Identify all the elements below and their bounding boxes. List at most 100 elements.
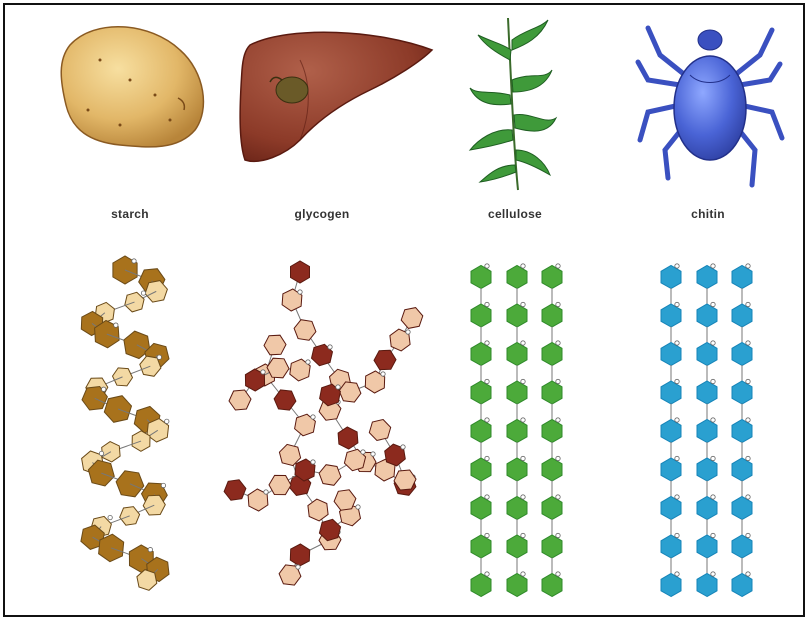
oxygen-atom <box>711 302 715 306</box>
glucose-unit <box>137 570 157 591</box>
glucose-unit <box>319 465 341 486</box>
sugar-unit <box>542 381 562 404</box>
oxygen-atom <box>521 379 525 383</box>
sugar-unit <box>661 497 681 520</box>
tick-icon <box>638 28 782 185</box>
sugar-unit <box>697 458 717 481</box>
glucose-unit <box>338 427 358 449</box>
chitin-chains <box>661 264 752 597</box>
glycogen-branched-chains <box>224 261 423 585</box>
oxygen-atom <box>401 445 405 449</box>
oxygen-atom <box>556 495 560 499</box>
sugar-unit <box>471 574 491 597</box>
sugar-unit <box>697 420 717 443</box>
oxygen-atom <box>485 264 489 268</box>
oxygen-atom <box>521 495 525 499</box>
oxygen-atom <box>311 460 315 464</box>
oxygen-atom <box>108 515 112 519</box>
sugar-unit <box>471 420 491 443</box>
sugar-unit <box>732 535 752 558</box>
oxygen-atom <box>264 490 268 494</box>
sugar-unit <box>697 266 717 289</box>
sugar-unit <box>542 266 562 289</box>
glucose-unit <box>374 350 396 369</box>
oxygen-atom <box>485 302 489 306</box>
oxygen-atom <box>556 341 560 345</box>
oxygen-atom <box>328 345 332 349</box>
oxygen-atom <box>556 264 560 268</box>
oxygen-atom <box>746 533 750 537</box>
glucose-unit <box>267 358 289 378</box>
label-glycogen: glycogen <box>294 207 349 221</box>
oxygen-atom <box>148 547 152 551</box>
oxygen-atom <box>675 495 679 499</box>
oxygen-atom <box>521 533 525 537</box>
sugar-unit <box>507 574 527 597</box>
oxygen-atom <box>371 452 375 456</box>
oxygen-atom <box>556 533 560 537</box>
oxygen-atom <box>675 302 679 306</box>
sugar-unit <box>697 574 717 597</box>
starch-helix <box>81 256 169 590</box>
oxygen-atom <box>556 379 560 383</box>
oxygen-atom <box>675 456 679 460</box>
oxygen-atom <box>101 387 105 391</box>
sugar-unit <box>732 458 752 481</box>
sugar-unit <box>507 458 527 481</box>
oxygen-atom <box>306 360 310 364</box>
glucose-unit <box>279 444 300 465</box>
glucose-unit <box>334 490 356 510</box>
oxygen-atom <box>161 483 165 487</box>
oxygen-atom <box>521 302 525 306</box>
sugar-unit <box>542 535 562 558</box>
oxygen-atom <box>746 379 750 383</box>
oxygen-atom <box>485 495 489 499</box>
oxygen-atom <box>711 341 715 345</box>
label-cellulose: cellulose <box>488 207 542 221</box>
oxygen-atom <box>746 302 750 306</box>
oxygen-atom <box>114 323 118 327</box>
oxygen-atom <box>406 330 410 334</box>
sugar-unit <box>542 574 562 597</box>
plant-icon <box>470 18 556 190</box>
oxygen-atom <box>675 341 679 345</box>
sugar-unit <box>471 381 491 404</box>
oxygen-atom <box>336 385 340 389</box>
sugar-unit <box>507 381 527 404</box>
sugar-unit <box>661 266 681 289</box>
oxygen-atom <box>556 456 560 460</box>
glucose-unit <box>291 261 310 283</box>
sugar-unit <box>697 535 717 558</box>
glucose-unit <box>229 390 251 410</box>
sugar-unit <box>471 458 491 481</box>
sugar-unit <box>732 420 752 443</box>
oxygen-atom <box>675 533 679 537</box>
oxygen-atom <box>356 505 360 509</box>
glucose-unit <box>269 475 291 494</box>
sugar-unit <box>542 304 562 327</box>
oxygen-atom <box>261 370 265 374</box>
oxygen-atom <box>746 572 750 576</box>
sugar-unit <box>507 497 527 520</box>
oxygen-atom <box>99 451 103 455</box>
label-starch: starch <box>111 207 149 221</box>
oxygen-atom <box>556 572 560 576</box>
oxygen-atom <box>485 341 489 345</box>
sugar-unit <box>661 535 681 558</box>
sugar-unit <box>507 535 527 558</box>
oxygen-atom <box>311 415 315 419</box>
label-chitin: chitin <box>691 207 725 221</box>
sugar-unit <box>471 343 491 366</box>
oxygen-atom <box>521 341 525 345</box>
oxygen-atom <box>556 302 560 306</box>
oxygen-atom <box>675 418 679 422</box>
oxygen-atom <box>361 450 365 454</box>
sugar-unit <box>697 497 717 520</box>
oxygen-atom <box>165 419 169 423</box>
oxygen-atom <box>298 290 302 294</box>
sugar-unit <box>732 497 752 520</box>
oxygen-atom <box>132 259 136 263</box>
sugar-unit <box>732 343 752 366</box>
glucose-unit <box>274 390 296 410</box>
